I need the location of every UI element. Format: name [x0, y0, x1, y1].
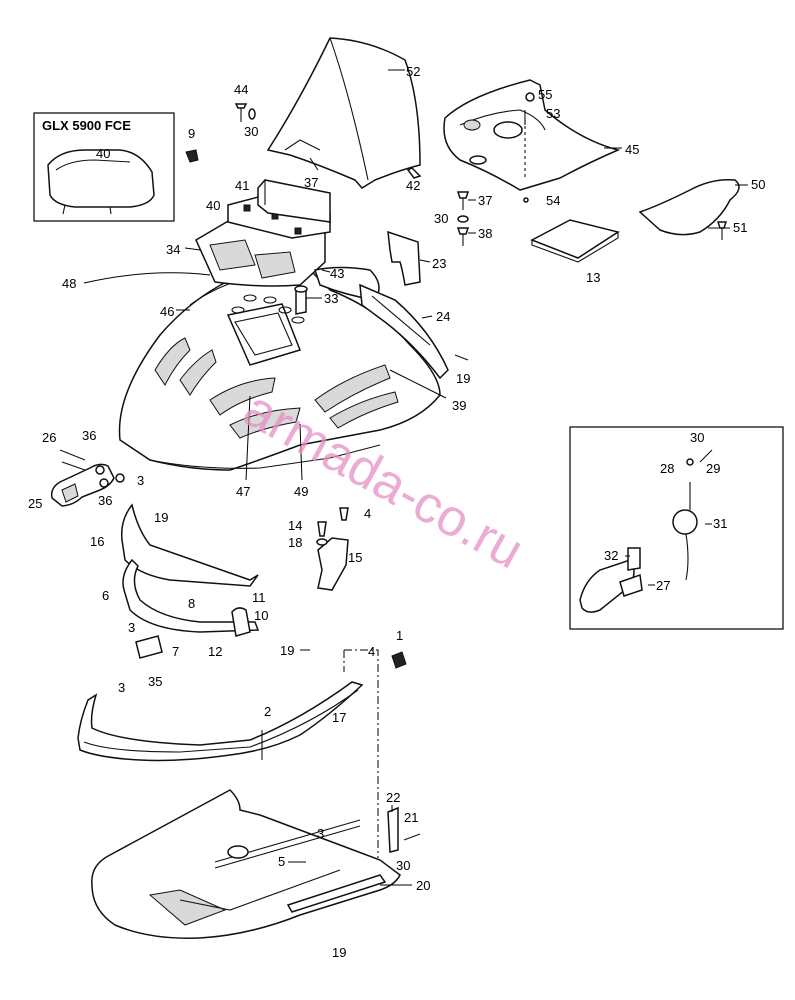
callout-16: 16: [90, 534, 104, 549]
callout-29: 29: [706, 461, 720, 476]
callout-19a: 19: [456, 371, 470, 386]
callout-38: 38: [478, 226, 492, 241]
callout-20: 20: [416, 878, 430, 893]
callout-17: 17: [332, 710, 346, 725]
callout-3a: 3: [137, 473, 144, 488]
callout-45: 45: [625, 142, 639, 157]
callout-36b: 36: [98, 493, 112, 508]
callout-10: 10: [254, 608, 268, 623]
callout-48: 48: [62, 276, 76, 291]
bracket-7: [135, 635, 163, 659]
callout-30d: 30: [690, 430, 704, 445]
callout-35: 35: [148, 674, 162, 689]
callout-34: 34: [166, 242, 180, 257]
callout-3b: 3: [128, 620, 135, 635]
callout-41: 41: [235, 178, 249, 193]
callout-5: 5: [278, 854, 285, 869]
callout-37b: 37: [478, 193, 492, 208]
callout-40: 40: [96, 146, 110, 161]
callout-44: 44: [234, 82, 248, 97]
callout-22: 22: [386, 790, 400, 805]
callout-2: 2: [264, 704, 271, 719]
callout-3d: 3: [317, 826, 324, 841]
callout-43: 43: [330, 266, 344, 281]
callout-30b: 30: [434, 211, 448, 226]
callout-42: 42: [406, 178, 420, 193]
callout-3c: 3: [118, 680, 125, 695]
callout-26: 26: [42, 430, 56, 445]
part-22: [387, 806, 399, 853]
callout-23: 23: [432, 256, 446, 271]
inset-right-box: [569, 426, 784, 630]
bracket-10: [231, 607, 251, 637]
callout-9: 9: [188, 126, 195, 141]
callout-12: 12: [208, 644, 222, 659]
callout-39: 39: [452, 398, 466, 413]
callout-47: 47: [236, 484, 250, 499]
callout-36a: 36: [82, 428, 96, 443]
callout-54: 54: [546, 193, 560, 208]
inset-glx-box: GLX 5900 FCE: [33, 112, 175, 222]
callout-19d: 19: [332, 945, 346, 960]
cover-50: [638, 178, 740, 236]
callout-50: 50: [751, 177, 765, 192]
callout-4b: 4: [368, 644, 375, 659]
callout-21: 21: [404, 810, 418, 825]
callout-24: 24: [436, 309, 450, 324]
callout-7: 7: [172, 644, 179, 659]
callout-13: 13: [586, 270, 600, 285]
callout-49: 49: [294, 484, 308, 499]
console-tray-45: [443, 79, 621, 191]
bracket-6: [122, 558, 260, 633]
callout-31: 31: [713, 516, 727, 531]
inset-title: GLX 5900 FCE: [42, 118, 131, 133]
callout-52: 52: [406, 64, 420, 79]
callout-11: 11: [252, 590, 266, 605]
callout-46: 46: [160, 304, 174, 319]
callout-18: 18: [288, 535, 302, 550]
callout-28: 28: [660, 461, 674, 476]
callout-1: 1: [396, 628, 403, 643]
callout-33: 33: [324, 291, 338, 306]
windshield: [266, 37, 421, 189]
callout-53: 53: [546, 106, 560, 121]
hood-cowl: [118, 267, 441, 471]
dash-console: [195, 179, 331, 287]
callout-4a: 4: [364, 506, 371, 521]
bracket-16: [120, 503, 259, 587]
bracket-15: [317, 537, 349, 591]
part-1: [391, 651, 407, 669]
callout-51: 51: [733, 220, 747, 235]
callouts: 40 9 44 30 52 37 42 55 53 45 50 37 54 30…: [28, 64, 765, 960]
callout-37: 37: [304, 175, 318, 190]
clip-9: [185, 149, 199, 163]
callout-19b: 19: [154, 510, 168, 525]
belly-pan-20: [91, 789, 401, 939]
callout-8: 8: [188, 596, 195, 611]
bumper-2: [77, 681, 364, 762]
callout-40b: 40: [206, 198, 220, 213]
inset-console-40: [47, 149, 155, 208]
bracket-25: [50, 449, 125, 507]
callout-14: 14: [288, 518, 302, 533]
callout-32: 32: [604, 548, 618, 563]
alignment-line: [344, 649, 379, 858]
leader-lines: [83, 69, 748, 886]
bracket-23: [387, 230, 421, 286]
fasteners: [234, 92, 728, 361]
callout-30: 30: [244, 124, 258, 139]
callout-19c: 19: [280, 643, 294, 658]
callout-30c: 30: [396, 858, 410, 873]
callout-6: 6: [102, 588, 109, 603]
pad-13: [530, 219, 620, 259]
callout-15: 15: [348, 550, 362, 565]
callout-25: 25: [28, 496, 42, 511]
side-trim: [314, 266, 449, 380]
callout-55: 55: [538, 87, 552, 102]
callout-27: 27: [656, 578, 670, 593]
